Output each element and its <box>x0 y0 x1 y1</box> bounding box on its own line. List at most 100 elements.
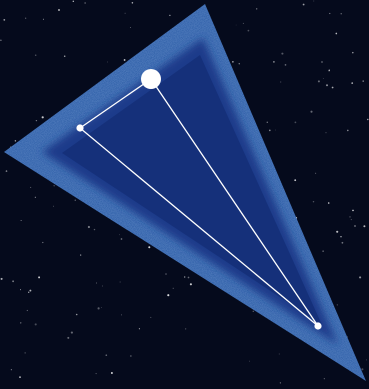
background-star <box>71 332 73 334</box>
background-star <box>313 201 314 202</box>
top-star <box>141 69 161 89</box>
background-star <box>352 210 354 212</box>
background-star <box>73 1 74 2</box>
background-star <box>190 283 192 285</box>
background-star <box>0 40 1 41</box>
background-star <box>124 59 126 61</box>
background-star <box>28 292 29 293</box>
background-star <box>76 314 78 316</box>
background-star <box>354 225 356 227</box>
background-star <box>285 64 287 66</box>
background-star <box>3 19 5 21</box>
background-star <box>150 317 151 318</box>
background-star <box>130 27 131 28</box>
background-star <box>21 220 22 221</box>
background-star <box>323 78 324 79</box>
background-star <box>25 352 26 353</box>
background-star <box>269 130 271 132</box>
background-star <box>169 15 170 16</box>
background-star <box>347 130 349 132</box>
background-star <box>335 33 337 35</box>
background-star <box>328 202 330 204</box>
background-star <box>119 234 120 235</box>
background-star <box>249 361 250 362</box>
background-star <box>359 276 361 278</box>
background-star <box>125 13 126 14</box>
background-star <box>275 130 276 131</box>
background-star <box>326 84 328 86</box>
background-star <box>342 242 344 244</box>
background-star <box>107 62 108 63</box>
background-star <box>96 283 97 284</box>
background-star <box>38 276 40 278</box>
background-star <box>64 56 65 57</box>
background-star <box>281 53 283 55</box>
background-star <box>362 80 363 81</box>
background-star <box>105 354 107 356</box>
background-star <box>35 197 36 198</box>
background-star <box>167 294 169 296</box>
background-star <box>243 23 244 24</box>
background-star <box>130 355 131 356</box>
background-star <box>80 255 81 256</box>
background-star <box>121 314 122 315</box>
background-star <box>139 328 140 329</box>
background-star <box>236 25 237 26</box>
background-star <box>102 286 103 287</box>
background-star <box>273 61 275 63</box>
background-star <box>96 373 97 374</box>
background-star <box>352 52 354 54</box>
background-star <box>1 278 3 280</box>
background-star <box>341 13 342 14</box>
background-star <box>35 55 36 56</box>
background-star <box>329 13 330 14</box>
background-star <box>20 322 21 323</box>
background-star <box>165 273 167 275</box>
background-star <box>12 280 14 282</box>
background-star <box>350 216 351 217</box>
background-star <box>337 304 338 305</box>
background-star <box>58 9 60 11</box>
background-star <box>54 185 55 186</box>
background-star <box>340 236 341 237</box>
background-star <box>19 376 21 378</box>
bottom-star <box>314 322 321 329</box>
background-star <box>43 19 44 20</box>
background-star <box>315 173 316 174</box>
background-star <box>98 307 100 309</box>
background-star <box>35 323 37 325</box>
left-star <box>76 124 83 131</box>
background-star <box>25 18 26 19</box>
background-star <box>42 242 43 243</box>
background-star <box>173 288 174 289</box>
background-star <box>324 378 325 379</box>
background-star <box>363 225 365 227</box>
background-star <box>132 2 134 4</box>
background-star <box>84 2 85 3</box>
background-star <box>53 206 54 207</box>
background-star <box>120 282 121 283</box>
background-star <box>351 82 353 84</box>
background-star <box>322 250 323 251</box>
background-star <box>232 61 233 62</box>
background-star <box>75 200 76 201</box>
background-star <box>267 122 268 123</box>
background-star <box>294 179 296 181</box>
background-star <box>67 337 69 339</box>
background-star <box>111 372 113 374</box>
background-star <box>325 132 326 133</box>
background-star <box>94 229 95 230</box>
background-star <box>15 140 16 141</box>
background-star <box>303 4 305 6</box>
background-star <box>6 170 8 172</box>
background-star <box>184 276 185 277</box>
background-star <box>29 290 31 292</box>
background-star <box>351 219 352 220</box>
background-star <box>366 360 367 361</box>
background-star <box>148 246 150 248</box>
background-star <box>11 369 12 370</box>
background-star <box>367 119 368 120</box>
background-star <box>310 111 312 113</box>
